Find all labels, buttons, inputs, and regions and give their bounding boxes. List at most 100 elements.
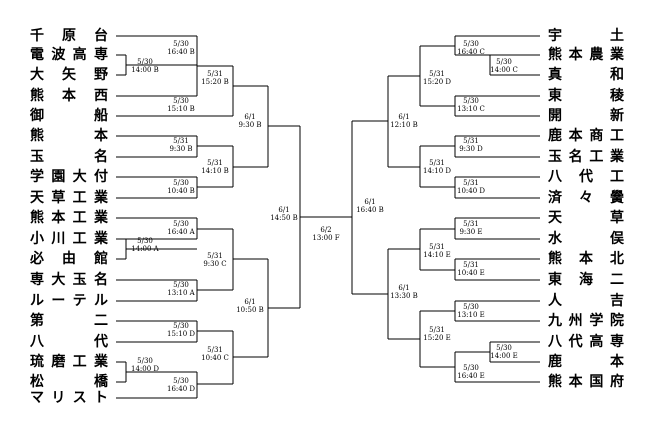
match-time: 14:50 B — [270, 214, 298, 222]
match-date: 5/31 — [429, 243, 445, 251]
team-right: 玉名工業 — [548, 149, 624, 165]
match-date: 5/30 — [137, 357, 153, 365]
match-time: 15:10 D — [166, 330, 196, 338]
team-right: 八代工 — [548, 169, 624, 185]
team-right: 済々黌 — [548, 190, 624, 206]
match-time: 10:40 D — [456, 187, 486, 195]
match-date: 6/1 — [364, 198, 376, 206]
match-date: 5/30 — [463, 364, 479, 372]
match-time: 9:30 E — [459, 228, 483, 236]
match-time: 15:20 E — [423, 334, 451, 342]
match-date: 5/30 — [496, 58, 512, 66]
match-time: 14:00 A — [131, 245, 159, 253]
match-time: 10:40 E — [457, 269, 485, 277]
match-date: 5/31 — [463, 261, 479, 269]
match-time: 16:40 E — [457, 372, 485, 380]
match-date: 5/30 — [173, 377, 189, 385]
match-date: 6/1 — [398, 284, 410, 292]
match-time: 14:00 C — [490, 66, 518, 74]
match-time: 16:40 C — [457, 48, 485, 56]
match-time: 12:10 B — [390, 121, 418, 129]
match-date: 5/30 — [137, 237, 153, 245]
team-right: 東稜 — [548, 88, 624, 104]
match-time: 9:30 B — [238, 121, 262, 129]
team-left: 専大玉名 — [30, 272, 108, 288]
match-date: 5/30 — [463, 303, 479, 311]
team-left: 熊本 — [30, 128, 108, 144]
team-right: 人吉 — [548, 293, 624, 309]
match-date: 5/30 — [173, 281, 189, 289]
team-left: 松橋 — [30, 374, 108, 390]
match-date: 5/31 — [429, 326, 445, 334]
team-right: 熊本農業 — [548, 47, 624, 63]
team-left: 小川工業 — [30, 231, 108, 247]
match-time: 13:10 A — [167, 289, 195, 297]
match-date: 6/1 — [398, 113, 410, 121]
team-right: 開新 — [548, 108, 624, 124]
match-date: 5/30 — [173, 97, 189, 105]
team-left: 千原台 — [30, 28, 108, 44]
match-time: 9:30 D — [459, 145, 483, 153]
match-date: 5/30 — [137, 58, 153, 66]
match-date: 6/1 — [244, 298, 256, 306]
match-time: 14:10 D — [422, 167, 452, 175]
match-time: 15:20 B — [201, 78, 229, 86]
team-right: 水俣 — [548, 231, 624, 247]
team-left: 天草工業 — [30, 190, 108, 206]
team-left: 琉磨工業 — [30, 354, 108, 370]
team-left: 玉名 — [30, 149, 108, 165]
match-time: 16:40 D — [166, 385, 196, 393]
team-right: 真和 — [548, 67, 624, 83]
match-time: 14:00 B — [131, 66, 159, 74]
team-right: 九州学院 — [548, 313, 624, 329]
team-left: 第二 — [30, 313, 108, 329]
team-right: 東海二 — [548, 272, 624, 288]
team-right: 天草 — [548, 210, 624, 226]
match-date: 5/31 — [173, 137, 189, 145]
match-time: 9:30 C — [203, 260, 227, 268]
match-time: 15:10 B — [167, 105, 195, 113]
match-time: 10:50 B — [236, 306, 264, 314]
match-time: 14:00 E — [490, 352, 518, 360]
team-right: 熊本北 — [548, 251, 624, 267]
match-time: 13:00 F — [312, 234, 340, 242]
match-date: 5/31 — [429, 159, 445, 167]
team-left: 大矢野 — [30, 67, 108, 83]
match-date: 6/1 — [278, 206, 290, 214]
match-date: 5/31 — [207, 346, 223, 354]
match-time: 16:40 B — [167, 48, 195, 56]
match-date: 5/30 — [463, 40, 479, 48]
team-left: 必由館 — [30, 251, 108, 267]
match-date: 5/31 — [463, 179, 479, 187]
match-time: 10:40 C — [201, 354, 229, 362]
team-left: 電波高専 — [30, 47, 108, 63]
match-date: 6/2 — [320, 226, 332, 234]
match-date: 5/31 — [463, 137, 479, 145]
team-right: 鹿本 — [548, 354, 624, 370]
